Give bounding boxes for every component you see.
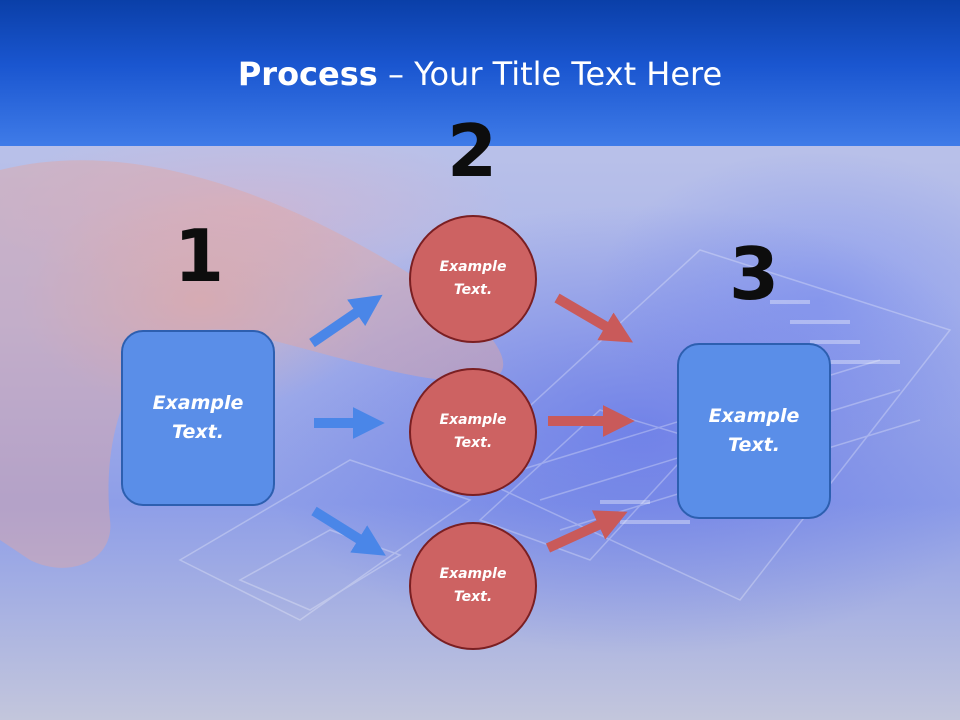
slide-title: Process – Your Title Text Here <box>0 54 960 94</box>
step-2-circle-bottom: Example Text. <box>409 522 537 650</box>
title-bar <box>0 0 960 146</box>
step-2-circle-top: Example Text. <box>409 215 537 343</box>
title-rest-part: – Your Title Text Here <box>377 55 723 93</box>
circle-top-text: Example Text. <box>439 259 507 298</box>
arrow-blue-up <box>309 294 383 348</box>
step-1-text: Example Text. <box>152 392 244 443</box>
arrow-blue-down <box>311 506 386 556</box>
circle-middle-text: Example Text. <box>439 412 507 451</box>
circle-bottom-text: Example Text. <box>439 566 507 605</box>
step-2-circle-middle: Example Text. <box>409 368 537 496</box>
step-3-box: Example Text. <box>677 343 831 519</box>
step-3-text: Example Text. <box>708 405 800 456</box>
arrow-red-up <box>545 510 628 553</box>
step-number-3: 3 <box>728 232 780 316</box>
arrow-red-down <box>554 293 634 343</box>
step-number-2: 2 <box>446 109 498 193</box>
step-number-1: 1 <box>173 214 225 298</box>
title-bold-part: Process <box>237 55 378 93</box>
step-1-box: Example Text. <box>121 330 275 506</box>
